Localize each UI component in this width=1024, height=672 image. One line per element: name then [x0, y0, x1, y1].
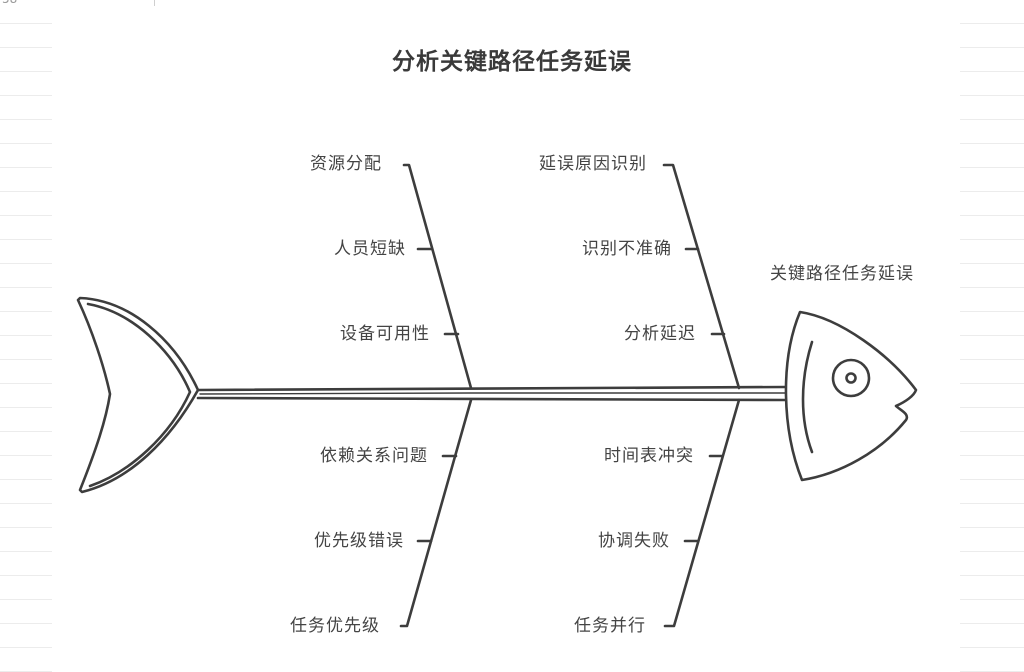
- cause-label: 设备可用性: [340, 324, 430, 344]
- diagram-title: 分析关键路径任务延误: [392, 49, 632, 75]
- cause-label: 任务并行: [574, 616, 646, 636]
- bone-right-bottom: [663, 398, 741, 628]
- fish-tail: [76, 296, 200, 494]
- cause-label: 资源分配: [310, 154, 382, 174]
- fish-tail-inner: [86, 302, 192, 488]
- cause-label: 延误原因识别: [539, 154, 647, 174]
- fish-spine-top: [196, 385, 787, 392]
- effect-label: 关键路径任务延误: [770, 264, 914, 284]
- fish-gill: [801, 340, 814, 454]
- ruled-margin-right: [960, 0, 1024, 672]
- corner-number: 58: [2, 0, 17, 6]
- bone-right-top: [662, 163, 741, 390]
- fish-spine-bottom: [196, 396, 787, 402]
- cause-label: 协调失败: [598, 531, 670, 551]
- corner-tick: [154, 0, 155, 6]
- cause-label: 优先级错误: [314, 531, 404, 551]
- fish-spine-middle: [199, 392, 786, 395]
- fish-head: [784, 310, 918, 482]
- cause-label: 时间表冲突: [604, 446, 694, 466]
- cause-label: 分析延迟: [624, 324, 696, 344]
- ruled-margin-left: [0, 0, 52, 672]
- fish-eye-inner: [845, 372, 857, 384]
- bone-left-top: [402, 163, 473, 390]
- cause-label: 人员短缺: [334, 239, 406, 259]
- cause-label: 依赖关系问题: [320, 446, 428, 466]
- bone-left-bottom: [399, 398, 473, 628]
- fish-eye-outer: [831, 358, 871, 398]
- cause-label: 任务优先级: [290, 616, 380, 636]
- cause-label: 识别不准确: [582, 239, 672, 259]
